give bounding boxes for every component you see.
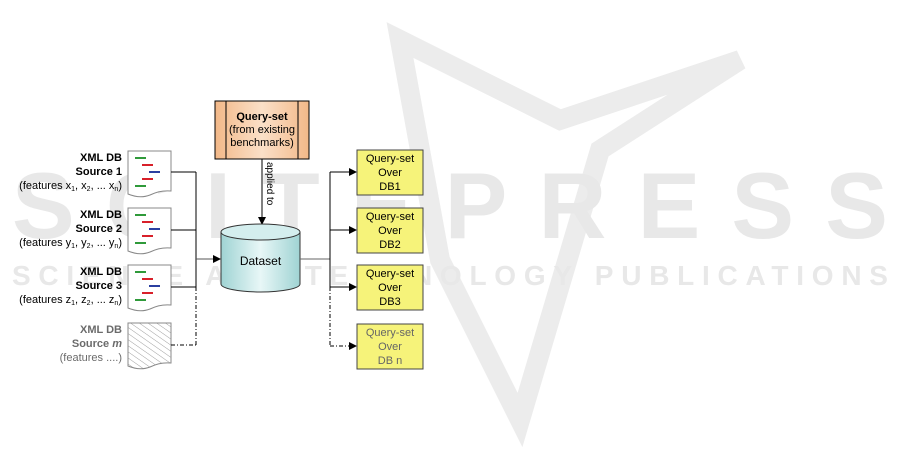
source-1-features: (features x1, x2, ... xn) <box>19 180 122 193</box>
feature-var: x <box>65 180 72 192</box>
source-2-name: Source 2 <box>75 223 122 235</box>
dataset-cylinder <box>220 223 301 293</box>
source-m-features: (features ....) <box>59 352 122 364</box>
feature-var: z <box>81 294 87 306</box>
output-line3: DB2 <box>379 239 401 251</box>
feature-var: y <box>108 237 115 249</box>
feature-var: x <box>81 180 87 192</box>
applied-to-label: applied to <box>264 162 275 206</box>
source-1-title: XML DB <box>80 152 122 164</box>
source-m-label: XML DB Source m (features ....) <box>60 323 122 365</box>
output-line3: DB n <box>377 355 403 367</box>
output-line1: Query-set <box>365 268 415 280</box>
source-2-title: XML DB <box>80 209 122 221</box>
feature-var: x <box>108 180 115 192</box>
feature-var: y <box>81 237 87 249</box>
document-icon-source-2 <box>127 207 172 255</box>
source-2-features: (features y1, y2, ... yn) <box>19 237 122 250</box>
output-line2: Over <box>378 282 402 294</box>
output-db2-label: Query-set Over DB2 <box>357 210 423 252</box>
output-db3-label: Query-set Over DB3 <box>357 267 423 309</box>
features-suffix: ) <box>118 180 122 192</box>
features-prefix: (features <box>19 294 66 306</box>
features-suffix: ) <box>118 294 122 306</box>
source-3-features: (features z1, z2, ... zn) <box>19 294 122 307</box>
source-3-name: Source 3 <box>75 280 122 292</box>
output-line2: Over <box>378 167 402 179</box>
feature-var: z <box>108 294 115 306</box>
output-line3: DB3 <box>379 296 401 308</box>
source-2-label: XML DB Source 2 (features y1, y2, ... yn… <box>19 208 122 254</box>
output-box-db3 <box>356 264 424 311</box>
queryset-label: Query-set (from existing benchmarks) <box>226 111 298 150</box>
document-icon-source-1 <box>127 150 172 198</box>
queryset-line2: (from existing <box>228 124 296 136</box>
output-line2: Over <box>378 225 402 237</box>
feature-var: y <box>65 237 72 249</box>
output-line1: Query-set <box>365 153 415 165</box>
features-prefix: (features <box>19 237 66 249</box>
source-1-name: Source 1 <box>75 166 122 178</box>
document-icon-source-m <box>127 322 172 370</box>
source-3-label: XML DB Source 3 (features z1, z2, ... zn… <box>19 265 122 311</box>
output-line2: Over <box>378 341 402 353</box>
output-connectors <box>300 168 357 291</box>
output-box-dbn <box>356 323 424 370</box>
output-line1: Query-set <box>365 327 415 339</box>
output-db1-label: Query-set Over DB1 <box>357 152 423 194</box>
queryset-title: Query-set <box>236 111 288 123</box>
output-dbn-label: Query-set Over DB n <box>357 326 423 368</box>
queryset-line3: benchmarks) <box>230 137 294 149</box>
document-icon-source-3 <box>127 264 172 312</box>
source-m-name-var: m <box>112 338 122 350</box>
output-line3: DB1 <box>379 181 401 193</box>
watermark-book-logo <box>386 22 746 448</box>
output-line1: Query-set <box>365 211 415 223</box>
source-m-dashed-connector <box>171 287 197 346</box>
source-1-label: XML DB Source 1 (features x1, x2, ... xn… <box>19 151 122 197</box>
source-3-title: XML DB <box>80 266 122 278</box>
source-m-name-prefix: Source <box>71 338 113 350</box>
output-box-db1 <box>356 149 424 196</box>
features-prefix: (features <box>19 180 66 192</box>
dataset-label: Dataset <box>239 254 282 268</box>
feature-var: z <box>65 294 72 306</box>
features-suffix: ) <box>118 237 122 249</box>
output-box-db2 <box>356 207 424 254</box>
source-connectors <box>171 171 221 288</box>
source-m-title: XML DB <box>80 324 122 336</box>
output-dbn-dashed-connector <box>329 287 357 350</box>
queryset-box <box>214 100 310 160</box>
source-m-name: Source m <box>72 338 122 350</box>
